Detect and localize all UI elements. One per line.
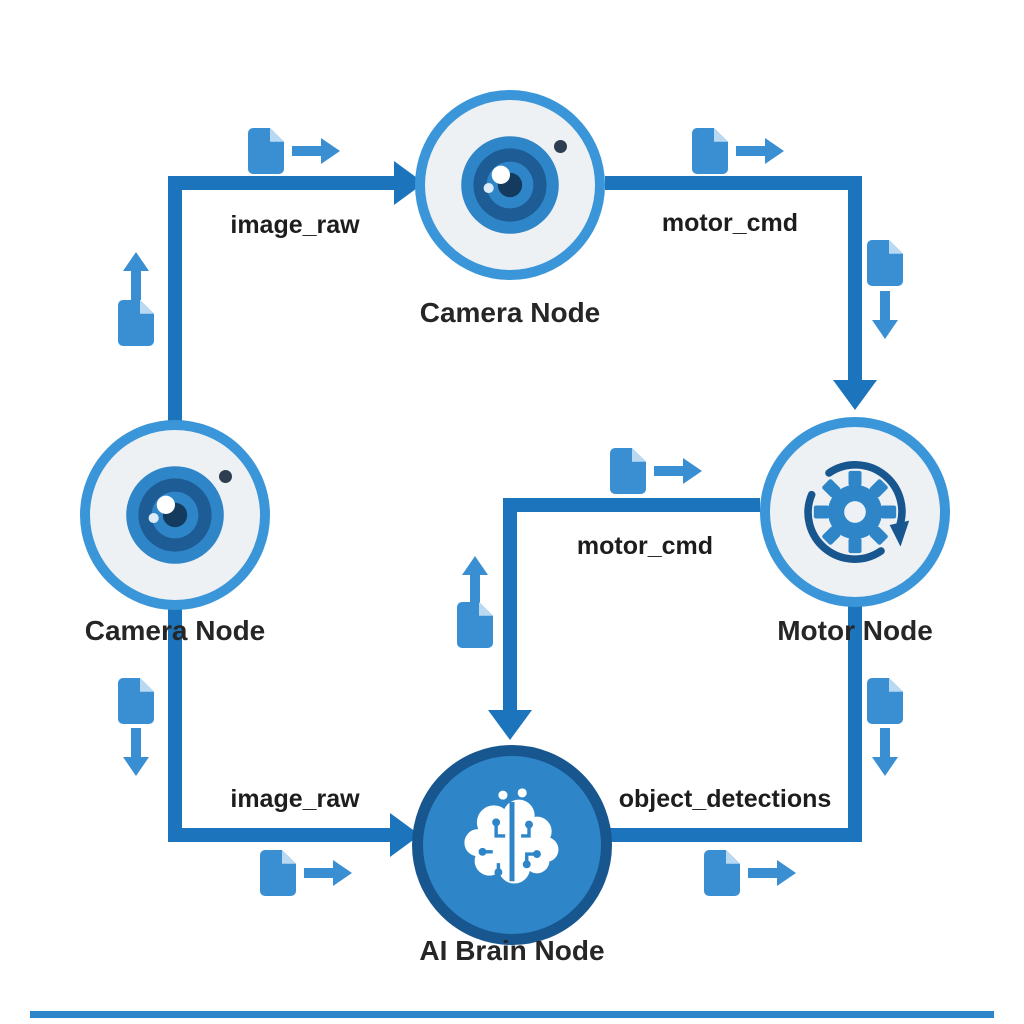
edge-top-left-vertical [168, 176, 182, 428]
file-icon [248, 128, 284, 174]
arrow-down-icon [872, 728, 898, 776]
file-icon [867, 678, 903, 724]
file-icon [118, 300, 154, 346]
edge-label-motor-cmd-top: motor_cmd [661, 209, 799, 237]
camera-lens-icon [126, 466, 224, 564]
gear-rotation-icon [804, 461, 910, 563]
edge-bottom-right-horizontal [610, 828, 862, 842]
node-ai-brain [412, 745, 612, 945]
node-label-camera-top: Camera Node [419, 297, 601, 328]
edge-bottom-left-horizontal [168, 828, 394, 842]
arrow-up-icon [123, 252, 149, 300]
file-icon [118, 678, 154, 724]
node-motor [760, 417, 950, 607]
file-icon [260, 850, 296, 896]
arrowhead-into-brain-icon [488, 710, 532, 740]
arrow-down-icon [872, 291, 898, 339]
file-icon [704, 850, 740, 896]
arrow-right-icon [292, 138, 340, 164]
camera-indicator-dot [219, 470, 232, 483]
camera-indicator-dot [554, 140, 567, 153]
node-label-motor: Motor Node [777, 615, 933, 646]
file-icon [692, 128, 728, 174]
edge-bottom-left-vertical [168, 608, 182, 842]
node-camera-left [80, 420, 270, 610]
arrow-right-icon [748, 860, 796, 886]
edge-middle-horizontal [503, 498, 760, 512]
arrow-right-icon [654, 458, 702, 484]
edge-label-image-raw-top: image_raw [230, 211, 360, 239]
node-camera-top [415, 90, 605, 280]
edge-label-image-raw-bottom: image_raw [230, 785, 360, 813]
arrow-right-icon [736, 138, 784, 164]
file-icon [867, 240, 903, 286]
brain-circuit-icon [464, 788, 559, 884]
arrowhead-into-motor-icon [833, 380, 877, 410]
arrow-down-icon [123, 728, 149, 776]
edge-top-left-horizontal [168, 176, 394, 190]
bottom-border-line [30, 1011, 994, 1018]
arrow-up-icon [462, 556, 488, 604]
camera-lens-icon [461, 136, 559, 234]
node-label-camera-left: Camera Node [84, 615, 266, 646]
edge-top-right-vertical [848, 176, 862, 382]
edge-middle-vertical [503, 498, 517, 712]
edge-label-motor-cmd-middle: motor_cmd [576, 532, 714, 560]
node-label-brain: AI Brain Node [419, 935, 605, 966]
arrow-right-icon [304, 860, 352, 886]
file-icon [610, 448, 646, 494]
edge-bottom-right-vertical [848, 605, 862, 842]
file-icon [457, 602, 493, 648]
edge-top-right-horizontal [605, 176, 862, 190]
edge-label-object-detections: object_detections [618, 785, 832, 813]
